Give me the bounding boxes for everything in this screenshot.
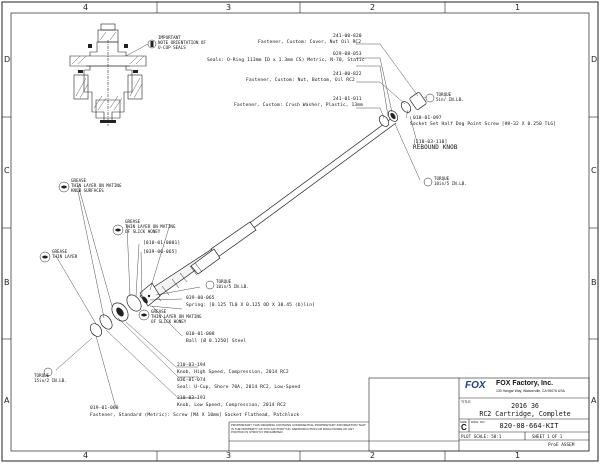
part-description: REBOUND KNOB (413, 144, 458, 151)
drawing-title-line-2: RC2 Cartridge, Complete (479, 410, 571, 418)
part-number: 241-00-822 (333, 72, 362, 77)
note-torque-2-line-2: 10in/5 IN.LB. (434, 181, 467, 186)
cartridge-body-rings (153, 262, 203, 302)
title-block-frame (228, 377, 590, 452)
part-description: Fastener, Custom: Cover, Nut Oil RC2 (258, 40, 362, 45)
zone-label-top-2: 2 (370, 3, 376, 12)
note-important-line-3: U-CUP SEALS (158, 45, 186, 50)
zone-label-left-C: C (4, 166, 10, 175)
note-torque-1-line-1: TORQUE (436, 92, 452, 97)
zone-label-right-A: A (591, 396, 597, 405)
zone-label-bottom-1: 1 (515, 451, 521, 460)
zone-label-top-4: 4 (83, 3, 89, 12)
zone-label-top-3: 3 (226, 3, 232, 12)
part-description: Spring: [0.125 TL0 X 0.125 OD X 38.45 (b… (186, 303, 315, 308)
leader-lines (55, 43, 431, 409)
part-number: 241-00-820 (333, 34, 362, 39)
note-torque-3-line-2: 10in/5 IN.LB. (216, 284, 249, 289)
note-grease-1-line-2: THIN LAYER ON MATING (71, 183, 122, 188)
part-description: Fastener, Custom: Crush Washer, Plastic,… (234, 103, 363, 108)
sheet-size: C (461, 423, 467, 432)
title-label: TITLE (461, 400, 471, 404)
company-name: FOX Factory, Inc. (496, 380, 554, 387)
part-description: Seal: U-Cup, Shore 70A, 2014 RC2, Low-Sp… (177, 385, 301, 390)
note-torque-2-line-1: TORQUE (434, 176, 450, 181)
note-important-line-2: NOTE ORIENTATION OF (158, 40, 206, 45)
zone-label-bottom-3: 3 (226, 451, 232, 460)
note-grease-2-line-3: OF SLICK HONEY (125, 229, 161, 234)
part-number: 018-01-097 (413, 116, 442, 121)
part-description: Seals: O-Ring 113mm ID x 1.3mm CS) Metri… (207, 58, 365, 63)
zone-label-right-D: D (591, 55, 598, 64)
cartridge-head (89, 282, 161, 337)
zone-label-right-B: B (591, 278, 597, 287)
part-description: Knob, High Speed, Compression, 2014 RC2 (177, 370, 289, 375)
part-number: 010-01-008 (186, 332, 215, 337)
fox-logo: FOX (465, 380, 486, 391)
part-number: 036-01-074 (177, 378, 206, 383)
note-grease-4-line-2: THIN LAYER ON MATING (151, 314, 202, 319)
note-grease-1-line-3: KNOB SURFACES (71, 188, 104, 193)
part-number: 029-08-053 (333, 52, 362, 57)
zone-label-left-D: D (4, 55, 11, 64)
part-number: 241-01-011 (333, 97, 362, 102)
ref-spring: [039-00-065] (143, 250, 178, 255)
drawing-title-line-1: 2016 36 (511, 402, 539, 410)
section-hatching (71, 31, 145, 111)
note-grease-3-line-2: THIN LAYER (52, 254, 78, 259)
size-label: SIZE (460, 420, 467, 424)
part-number: 210-03-193 (177, 396, 206, 401)
zone-label-right-C: C (591, 166, 597, 175)
zone-label-left-B: B (4, 278, 10, 287)
proprietary-notice: PROPRIETARY THIS DRAWING CONTAINS CONFID… (231, 423, 366, 435)
note-grease-3-line-1: GREASE (52, 249, 68, 254)
cartridge-shaft (139, 117, 397, 305)
note-grease-4-line-3: OF SLICK HONEY (151, 319, 187, 324)
note-important-line-1: IMPORTANT (158, 35, 181, 40)
part-number: 019-01-068 (90, 406, 119, 411)
note-grease-2-line-2: THIN LAYER ON MATING (125, 224, 176, 229)
part-number: 039-00-065 (186, 296, 215, 301)
note-torque-1-line-2: 5in/ IN.LB. (436, 97, 464, 102)
company-address: 130 Hangar Way, Watsonville, CA 95076 US… (496, 389, 565, 393)
note-torque-4-line-1: TORQUE (34, 373, 50, 378)
note-grease-2-line-1: GREASE (125, 219, 141, 224)
cad-source: ProE ASSEM (548, 443, 575, 448)
drawing-number-label: DWG. NO. (471, 420, 486, 424)
note-torque-4-line-2: 15in/2 IN.LB. (34, 378, 67, 383)
zone-label-bottom-4: 4 (83, 451, 89, 460)
note-torque-3-line-1: TORQUE (216, 279, 232, 284)
zone-label-bottom-2: 2 (370, 451, 376, 460)
part-description: Ball [Ø 0.1250] Steel (186, 339, 247, 344)
ref-ball: [010-01-0001] (143, 241, 181, 246)
part-description: Fastener, Standard (Metric): Screw [M4 X… (90, 413, 300, 418)
part-number: [210-03-110] (413, 140, 448, 145)
note-grease-4-line-1: GREASE (151, 309, 167, 314)
zone-label-top-1: 1 (515, 3, 521, 12)
part-description: Knob, Low Speed, Compression, 2014 RC2 (177, 403, 286, 408)
part-description: Fastener, Custom: Nut, Bottom, Oil RC2 (246, 78, 355, 83)
sheet-number: SHEET 1 OF 1 (532, 434, 563, 439)
zone-label-left-A: A (4, 396, 10, 405)
note-grease-1-line-1: GREASE (71, 178, 87, 183)
part-number: 210-03-194 (177, 363, 206, 368)
drawing-number: 820-08-664-KIT (499, 422, 559, 430)
part-description: Socket Set Half Dog Point Screw [#8-32 X… (410, 122, 557, 127)
plot-scale: PLOT SCALE: 58:1 (461, 434, 502, 439)
section-view (69, 23, 147, 126)
